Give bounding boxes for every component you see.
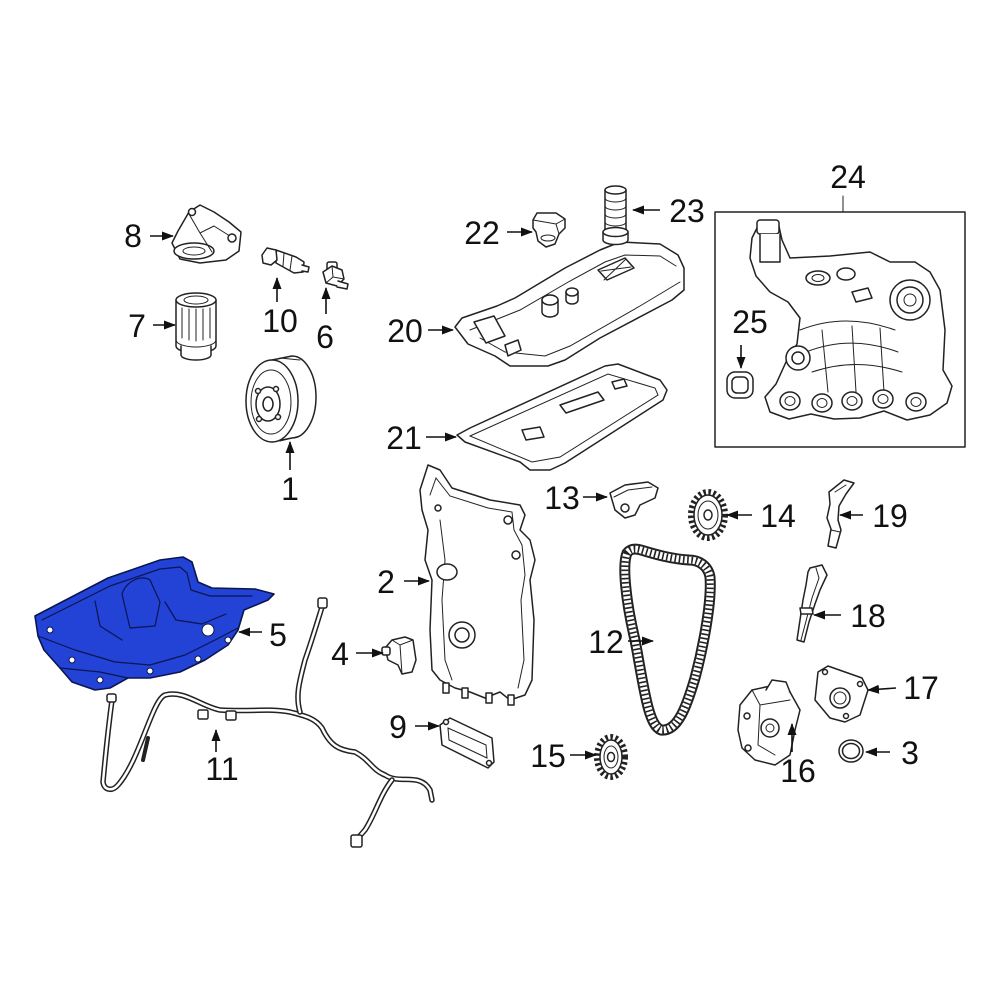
part-22-oil-filler-cap: [532, 212, 566, 248]
part-8-oil-filter-adapter: [171, 204, 242, 264]
part-23-pcv-boot: [602, 185, 629, 246]
arrow-17: [867, 684, 897, 694]
callout-22: 22: [464, 215, 500, 251]
callout-1: 1: [281, 471, 299, 507]
part-7-oil-filter: [175, 292, 217, 361]
part-13-chain-guide: [609, 481, 659, 519]
part-5-oil-pan: [34, 556, 275, 691]
callout-25: 25: [732, 304, 768, 340]
callout-5: 5: [269, 617, 287, 653]
callout-21: 21: [386, 420, 422, 456]
callout-11: 11: [205, 751, 238, 787]
part-16-oil-pump: [737, 679, 801, 766]
callout-6: 6: [316, 319, 334, 355]
part-25-gasket: [726, 371, 754, 399]
callout-labels: 8 7 10 6 1 22 23 24 25 20 21 13 14 19 2 …: [124, 159, 939, 789]
callout-13: 13: [544, 480, 580, 516]
part-21-valve-cover-gasket: [456, 363, 668, 471]
callout-16: 16: [780, 753, 816, 789]
part-12-timing-chain: [619, 543, 716, 736]
part-6-sensor: [322, 261, 349, 290]
callout-20: 20: [387, 313, 423, 349]
part-11-wiring-harness: [100, 597, 435, 848]
callout-24: 24: [830, 159, 866, 195]
part-3-o-ring: [838, 739, 864, 763]
part-10-oil-pressure-switch: [261, 247, 310, 274]
part-17-cover-plate: [814, 665, 869, 723]
callout-17: 17: [903, 670, 939, 706]
part-18-dipstick-tube: [796, 564, 828, 643]
part-15-sprocket: [594, 734, 628, 780]
part-19-dipstick-handle: [826, 479, 855, 549]
callout-14: 14: [760, 498, 796, 534]
callout-10: 10: [262, 303, 298, 339]
part-4-sensor: [381, 636, 417, 675]
callout-4: 4: [331, 636, 349, 672]
part-20-valve-cover: [454, 241, 685, 367]
callout-2: 2: [377, 564, 395, 600]
callout-19: 19: [872, 498, 908, 534]
callout-15: 15: [530, 738, 566, 774]
leader-arrows: [150, 205, 897, 760]
callout-9: 9: [389, 709, 407, 745]
callout-8: 8: [124, 218, 142, 254]
callout-3: 3: [901, 735, 919, 771]
callout-7: 7: [128, 308, 146, 344]
part-9-gasket: [439, 717, 495, 769]
callout-12: 12: [588, 624, 624, 660]
callout-23: 23: [669, 193, 705, 229]
part-14-sprocket: [688, 489, 728, 541]
part-24-intake-manifold-group: [714, 195, 966, 448]
intake-manifold: [749, 219, 953, 421]
part-1-pulley: [245, 355, 317, 443]
callout-18: 18: [850, 598, 886, 634]
part-2-timing-cover: [419, 464, 536, 706]
